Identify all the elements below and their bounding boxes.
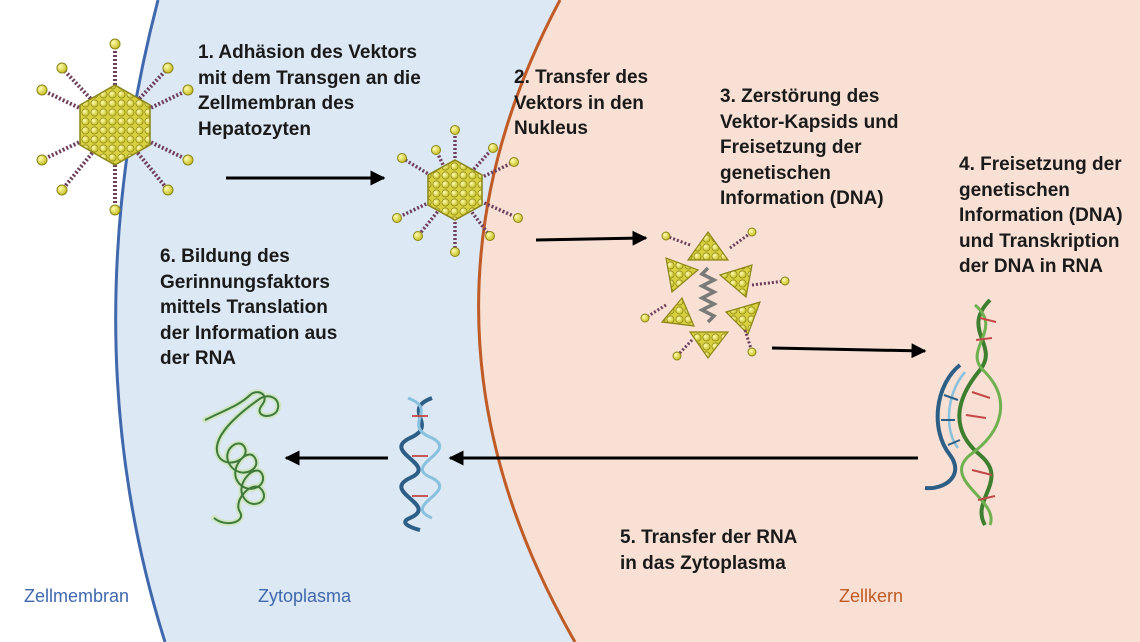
capsid-fragment-icon [640,227,790,361]
protein-chain-icon [202,389,282,527]
arrow-icon [771,343,927,359]
nuclear-envelope [477,0,577,642]
step-1-label: 1. Adhäsion des Vektors mit dem Transgen… [198,42,421,140]
nucleus-label: Zellkern [839,586,904,606]
membrane-label: Zellmembran [24,586,130,606]
vector-virus-icon [392,125,523,257]
rna-strand-icon [399,396,441,532]
step-2-label: 2. Transfer des Vektors in den Nukleus [514,67,649,139]
vector-virus-icon [36,38,194,216]
step-3-label: 3. Zerstörung des Vektor-Kapsids und Fre… [720,86,899,209]
step-4-label: 4. Freisetzung der genetischen Informati… [959,154,1123,277]
cytoplasm-label: Zytoplasma [258,586,352,606]
arrow-icon [535,230,648,246]
step-5-label: 5. Transfer der RNA in das Zytoplasma [620,527,798,574]
nucleus-region [478,0,1140,642]
cell-membrane [114,0,167,642]
step-6-label: 6. Bildung des Gerinnungsfaktors mittels… [160,246,338,369]
dna-helix-icon [924,298,1002,527]
process-arrows [226,170,927,466]
